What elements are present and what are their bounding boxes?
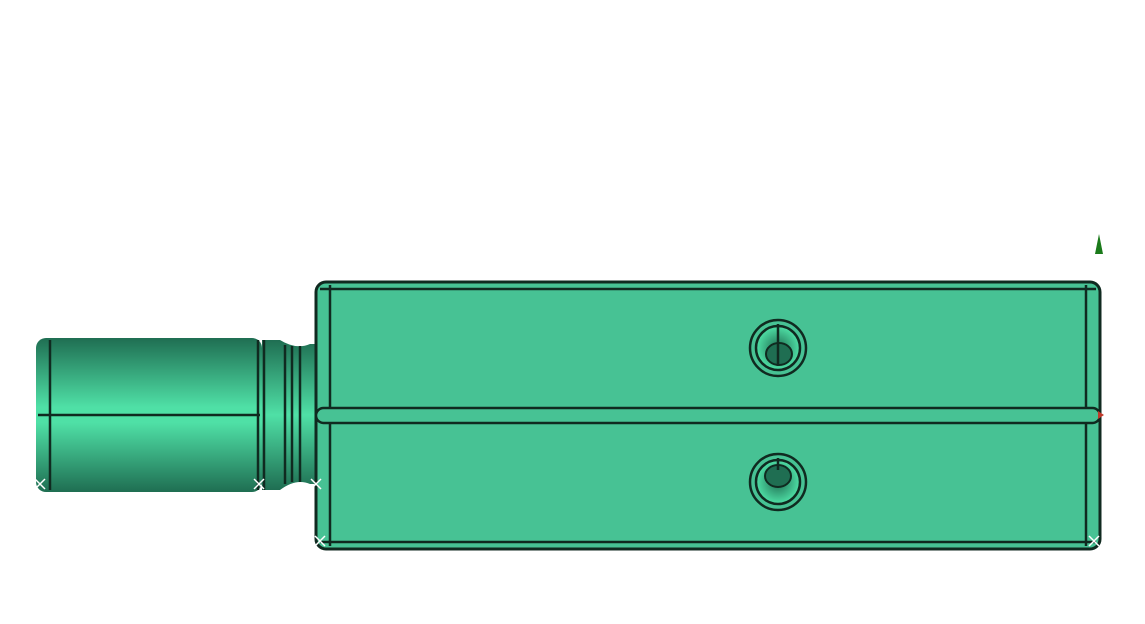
mounting-hole-lower[interactable] (748, 452, 808, 512)
arrow-up-icon (1095, 234, 1103, 254)
cylindrical-shaft[interactable] (36, 338, 262, 492)
center-groove[interactable] (314, 406, 1102, 425)
shaft-neck[interactable] (262, 340, 316, 490)
vertex-marker (34, 478, 46, 490)
orientation-triad[interactable] (1095, 234, 1104, 419)
mounting-hole-upper[interactable] (748, 318, 808, 378)
vertex-marker (314, 535, 326, 547)
vertex-marker (253, 478, 265, 490)
arrow-right-icon (1098, 411, 1104, 419)
vertex-marker (310, 478, 322, 490)
main-block[interactable] (314, 280, 1102, 551)
neck-body[interactable] (262, 340, 316, 490)
vertex-markers (34, 478, 1100, 547)
vertex-marker (1088, 535, 1100, 547)
